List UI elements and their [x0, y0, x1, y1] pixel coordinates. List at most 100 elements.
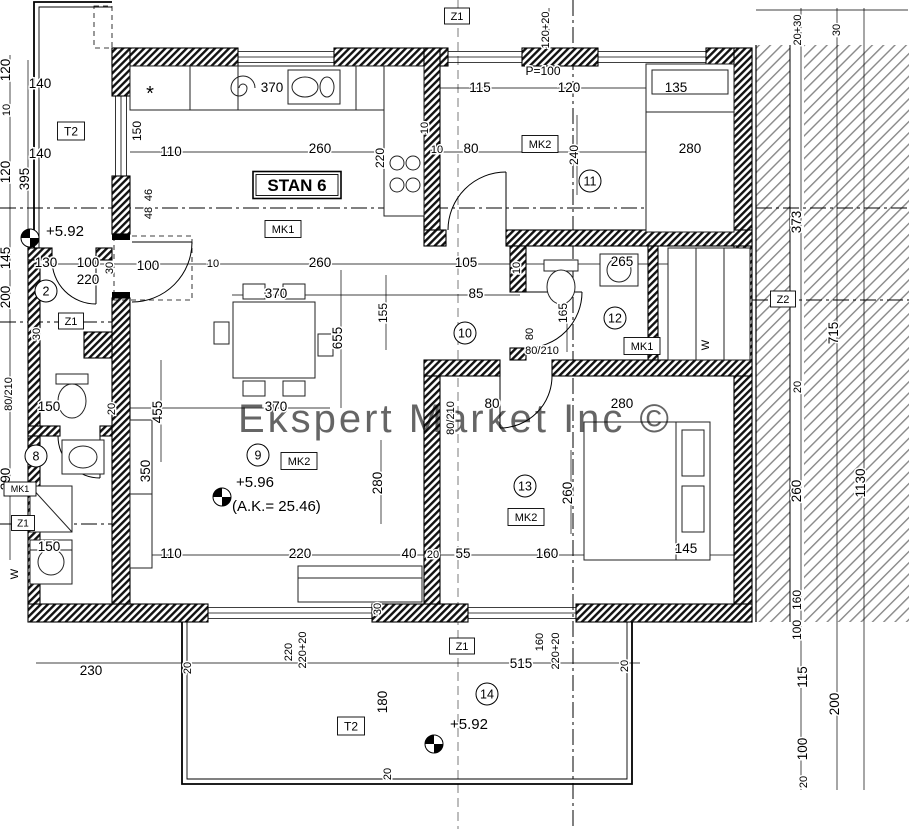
benchmark-quadrant — [30, 238, 39, 247]
line-shape — [29, 485, 73, 533]
dim-text: 120 — [0, 59, 13, 82]
dim-text: 120 — [558, 80, 581, 95]
door-jamb — [112, 292, 130, 298]
label-box-stan-6: STAN 6 — [252, 170, 342, 200]
label-box-t2: T2 — [57, 121, 85, 141]
room-number-text: 12 — [608, 312, 622, 326]
dim-text: 80/210 — [525, 345, 559, 357]
dim-text: 370 — [265, 286, 288, 301]
stove-burner-icon — [389, 155, 405, 171]
dim-text: 80/210 — [3, 377, 15, 411]
door-jamb — [112, 234, 130, 240]
dim-text: 140 — [29, 146, 52, 161]
dim-text: 105 — [455, 255, 478, 270]
dim-text: 10 — [431, 144, 443, 156]
label-text: Z1 — [17, 519, 29, 530]
wall-partition — [647, 245, 659, 361]
dim-text: 150 — [38, 539, 61, 554]
room-number-11: 11 — [578, 169, 602, 193]
stove-burner-icon — [405, 177, 421, 193]
furniture — [29, 63, 751, 603]
benchmark-quadrant — [21, 229, 30, 238]
dim-text: 80 — [484, 396, 499, 411]
chair — [317, 333, 334, 357]
label-box-mk1: MK1 — [623, 337, 661, 355]
label-box-frame — [57, 121, 85, 141]
dim-text: 165 — [556, 303, 570, 323]
dim-text: 145 — [0, 247, 13, 270]
label-box-frame — [449, 637, 475, 655]
room-number-circle — [453, 321, 477, 345]
label-text: MK2 — [515, 512, 538, 524]
wall-annex — [27, 425, 61, 437]
terraces — [33, 1, 633, 785]
dim-text: 150 — [38, 399, 61, 414]
chair — [242, 380, 266, 397]
dining-table — [232, 301, 316, 379]
wall-left — [111, 47, 131, 97]
room-number-text: 13 — [518, 480, 532, 494]
label-box-frame — [280, 452, 318, 470]
dim-text: 20 — [792, 381, 804, 393]
label-box-frame — [337, 716, 365, 736]
dim-text: 120+20 — [540, 11, 552, 48]
room-number-text: 9 — [255, 449, 262, 463]
dim-text: 20 — [382, 768, 394, 780]
room-number-circle — [24, 444, 48, 468]
vent-spiral-icon — [230, 75, 256, 97]
washing-machine-icon — [29, 539, 73, 585]
elevation-marker: +5.92 — [20, 222, 85, 248]
dim-text: 180 — [375, 691, 390, 714]
room-number-text: 2 — [43, 285, 50, 299]
label-box-frame — [507, 508, 545, 526]
room-number-text: 8 — [33, 450, 40, 464]
dim-text: 85 — [468, 286, 483, 301]
door-arc — [447, 171, 507, 231]
label-box-z1: Z1 — [449, 637, 475, 655]
elevation-text: +5.92 — [450, 716, 488, 733]
dim-text: 100 — [137, 258, 160, 273]
room-number-text: 11 — [584, 175, 597, 189]
dim-text: 200 — [0, 286, 13, 309]
dim-text: 40 — [401, 546, 416, 561]
room-number-circle — [246, 443, 270, 467]
benchmark-quadrant — [222, 497, 231, 506]
dim-text: 350 — [138, 460, 153, 483]
entry-door-arc — [131, 241, 193, 303]
dim-text: 200 — [827, 693, 842, 716]
label-box-z1: Z1 — [444, 7, 470, 24]
dim-text: 260 — [789, 480, 804, 503]
benchmark-quadrant — [213, 488, 222, 497]
label-box-mk2: MK2 — [521, 135, 559, 153]
benchmark-quadrant — [434, 744, 443, 753]
wall-interior — [423, 47, 441, 231]
wall-left — [111, 175, 131, 235]
dim-text: 100 — [790, 620, 804, 640]
dim-text: 120 — [0, 161, 13, 184]
label-text: Z2 — [777, 294, 790, 306]
dim-text: 280 — [679, 141, 702, 156]
dim-text: 115 — [795, 666, 810, 688]
terrace-railing — [33, 1, 112, 248]
room-number-circle — [578, 169, 602, 193]
dim-text: 370 — [261, 80, 284, 95]
label-box-frame — [521, 135, 559, 153]
room-number-circle — [513, 474, 537, 498]
washbasin-cabinet — [599, 253, 639, 287]
balcony-railing — [181, 622, 633, 785]
room-number-circle — [475, 682, 499, 706]
dim-text: 230 — [80, 663, 103, 678]
wall-interior — [423, 359, 501, 377]
bed-room11 — [645, 63, 735, 233]
wall-bottom — [27, 603, 209, 623]
kitchen-counter-2 — [383, 65, 425, 217]
elevation-marker: +5.96(A.K.= 25.46) — [212, 473, 322, 517]
dim-text: * — [146, 83, 154, 105]
dim-text: 155 — [376, 303, 390, 323]
dim-text: 20+30 — [792, 15, 804, 46]
balcony-railing-inner — [186, 622, 628, 780]
ellipse-shape — [319, 76, 335, 98]
